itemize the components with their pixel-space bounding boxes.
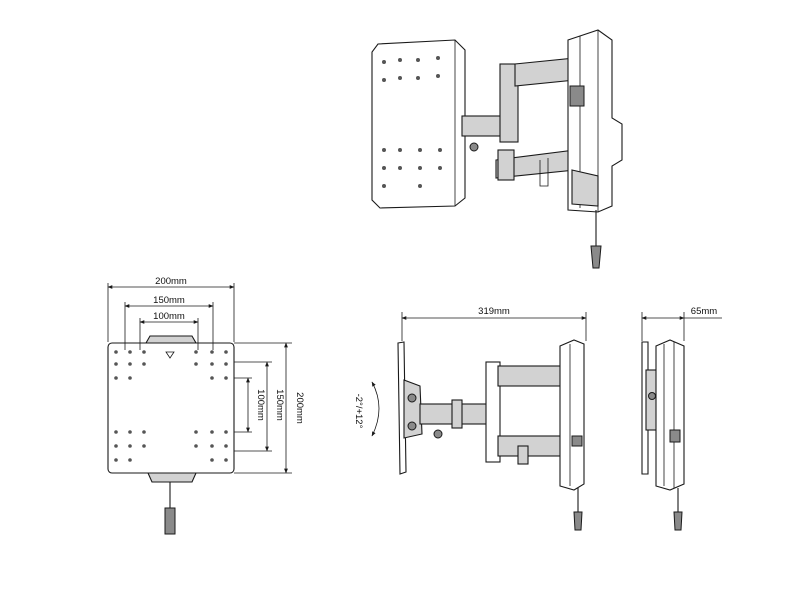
- end-view: 65mm: [641, 306, 722, 531]
- side-length-label: 319mm: [478, 306, 510, 317]
- front-height-100-label: 100mm: [255, 389, 266, 421]
- end-pull-handle: [673, 511, 683, 531]
- front-top-fitting: [145, 335, 197, 344]
- perspective-arm-joint: [499, 63, 519, 143]
- side-view: -2°/+12° 319mm: [353, 306, 587, 531]
- side-arm-joint: [485, 361, 501, 463]
- tilt-range-label: -2°/+12°: [353, 394, 364, 429]
- side-pull-handle: [573, 511, 583, 531]
- front-pull-handle: [164, 507, 176, 535]
- front-height-dimensions: [234, 342, 292, 474]
- perspective-view: [371, 29, 623, 269]
- perspective-pull-handle: [590, 245, 602, 269]
- front-width-200-label: 200mm: [155, 276, 187, 287]
- perspective-wall-plate: [567, 29, 623, 213]
- perspective-plate-holes: [382, 56, 442, 188]
- side-vesa-plate: [397, 341, 407, 475]
- front-height-150-label: 150mm: [274, 389, 285, 421]
- front-width-100-label: 100mm: [153, 311, 185, 322]
- front-bottom-fitting: [147, 472, 197, 483]
- side-lower-arm: [497, 435, 569, 457]
- perspective-tilt-bracket: [461, 115, 505, 137]
- side-wall-plate: [559, 339, 585, 491]
- front-width-dimensions: [107, 283, 235, 350]
- tilt-arc: [371, 381, 380, 437]
- end-wall-plate: [655, 339, 685, 491]
- perspective-tilt-knob: [469, 142, 479, 152]
- front-plate-holes: [114, 350, 228, 462]
- end-depth-dimension: [641, 312, 722, 341]
- front-view: 200mm 150mm 100mm 100mm 150mm 200mm: [107, 276, 305, 535]
- perspective-upper-arm: [514, 57, 576, 87]
- side-length-dimension: [401, 312, 587, 341]
- front-height-200-label: 200mm: [294, 392, 305, 424]
- side-upper-arm: [497, 365, 569, 387]
- front-vesa-plate: [107, 342, 235, 474]
- end-depth-label: 65mm: [691, 306, 717, 317]
- front-width-150-label: 150mm: [153, 295, 185, 306]
- perspective-vesa-plate: [371, 39, 466, 209]
